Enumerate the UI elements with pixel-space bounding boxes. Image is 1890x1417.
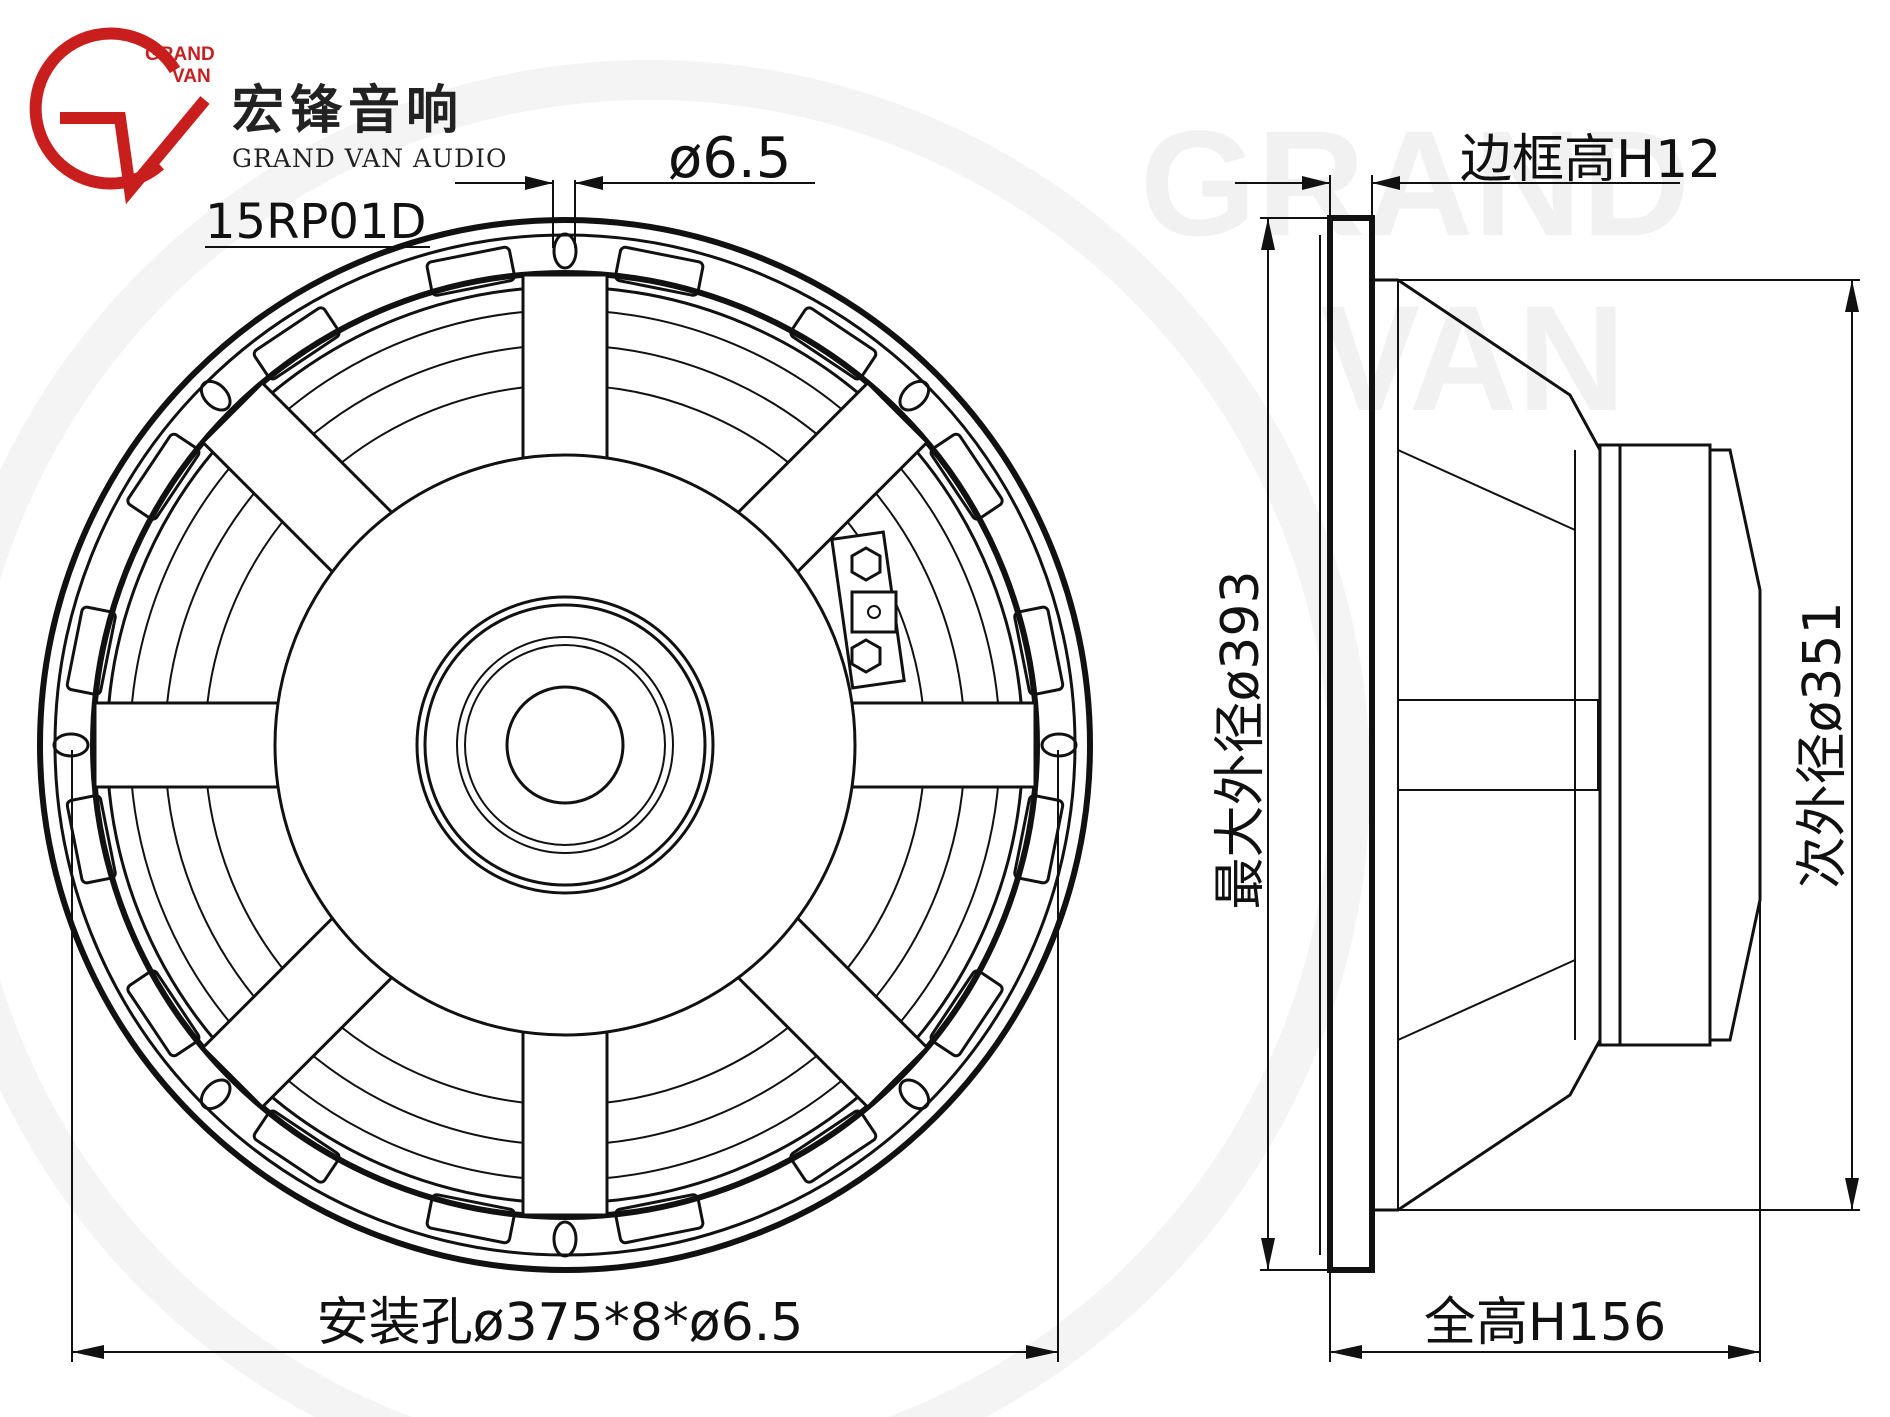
brand-name-cn: 宏锋音响 <box>232 81 464 141</box>
frame-slot <box>614 1193 705 1245</box>
watermark-ring <box>0 60 1370 1417</box>
pole-ring-outer <box>456 636 674 854</box>
frame-slot <box>65 605 117 696</box>
frame-slot <box>252 1109 341 1184</box>
terminal-block <box>830 530 906 690</box>
side-view <box>1319 215 1762 1273</box>
mount-arrow-right <box>1026 1345 1058 1359</box>
logo-v-icon <box>60 96 210 205</box>
frame-slot <box>1013 794 1065 885</box>
basket-spokes <box>93 273 1037 1217</box>
mounting-hole <box>898 1078 931 1111</box>
sec-arrow-bottom <box>1845 1178 1859 1210</box>
mounting-hole <box>199 1078 232 1111</box>
model-label: 15RP01D <box>205 194 426 250</box>
frame-slot <box>614 245 705 297</box>
total-arrow-left <box>1330 1345 1362 1359</box>
front-view <box>37 217 1093 1273</box>
basket-spoke <box>93 701 287 789</box>
logo-grand-text: GRAND <box>145 44 215 65</box>
back-plate <box>1710 448 1762 1042</box>
hole-diameter-label: ø6.5 <box>668 126 791 191</box>
logo-van-text: VAN <box>172 66 211 87</box>
magnet-side <box>1618 443 1712 1047</box>
mounting-holes-label: 安装孔ø375*8*ø6.5 <box>317 1293 804 1353</box>
frame-slot <box>789 306 878 381</box>
max-arrow-top <box>1261 218 1275 250</box>
logo-ring-icon <box>29 27 181 190</box>
dimension-lines: ø6.5 边框高H12 最大外径ø393 次外径ø351 安装孔ø375*8*ø… <box>71 126 1860 1362</box>
frame-slot <box>1013 605 1065 696</box>
magnet-plate <box>273 453 857 1037</box>
total-arrow-right <box>1728 1345 1760 1359</box>
hole-arrow-left <box>525 176 553 190</box>
basket-spoke-side <box>1397 699 1599 791</box>
frame-height-label: 边框高H12 <box>1460 130 1721 190</box>
secondary-diameter-label: 次外径ø351 <box>1793 601 1853 888</box>
pole-ring-mid <box>464 644 666 846</box>
mounting-hole <box>552 232 578 270</box>
total-height-label: 全高H156 <box>1424 1293 1666 1353</box>
max-diameter-label: 最大外径ø393 <box>1211 570 1271 909</box>
frame-slot <box>425 1193 516 1245</box>
frame-slot <box>126 969 201 1058</box>
sec-arrow-top <box>1845 280 1859 312</box>
frame-slot <box>425 245 516 297</box>
frame-arrow-right <box>1372 176 1400 190</box>
frame-slot <box>252 306 341 381</box>
brand-name-en: GRAND VAN AUDIO <box>232 144 508 173</box>
basket-spoke <box>521 273 609 467</box>
frame-arrow-left <box>1302 176 1330 190</box>
frame-slot <box>65 794 117 885</box>
watermark-van: VAN <box>1320 274 1626 442</box>
basket-spoke <box>843 701 1037 789</box>
brand-logo: GRAND VAN 宏锋音响 GRAND VAN AUDIO <box>29 27 508 205</box>
frame-outer-rim <box>37 217 1093 1273</box>
basket-ribs <box>1397 449 1576 1041</box>
mounting-hole <box>898 379 931 412</box>
mounting-hole <box>199 379 232 412</box>
frame-flange <box>1327 215 1375 1273</box>
pole-center <box>505 685 625 805</box>
frame-slot <box>789 1109 878 1184</box>
frame-slot <box>929 969 1004 1058</box>
frame-slot <box>929 432 1004 521</box>
mounting-hole <box>552 1220 578 1258</box>
magnet-ring <box>423 603 707 887</box>
magnet-outer <box>415 595 715 895</box>
top-plate <box>1598 443 1622 1047</box>
hole-arrow-right <box>575 176 603 190</box>
frame-slot <box>126 432 201 521</box>
mount-arrow-left <box>72 1345 104 1359</box>
frame-slots <box>65 245 1065 1245</box>
basket-spoke <box>521 1023 609 1217</box>
surround-outer <box>90 270 1040 1220</box>
max-arrow-bottom <box>1261 1238 1275 1270</box>
